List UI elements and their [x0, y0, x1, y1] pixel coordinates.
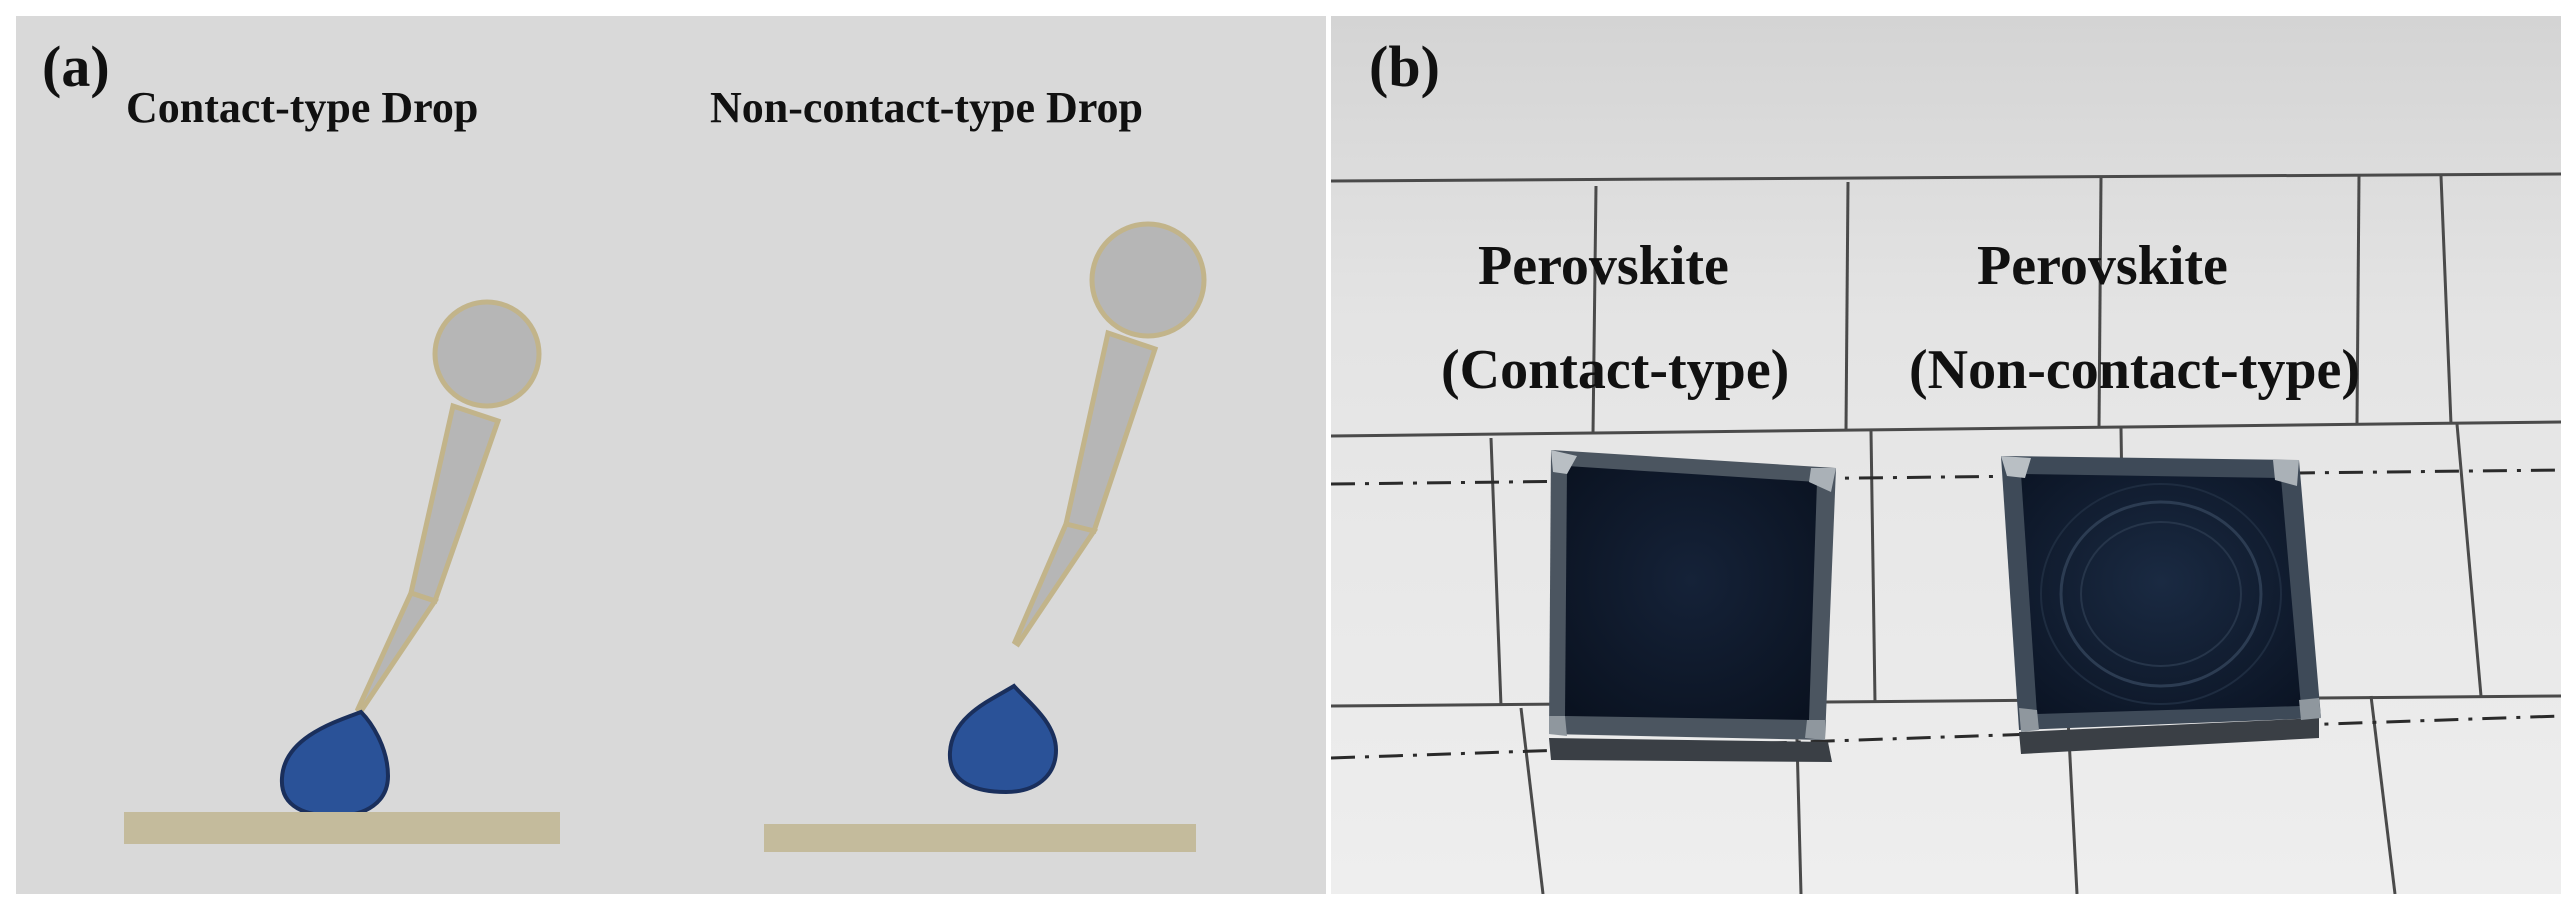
left-sample-subtitle: (Contact-type) [1441, 339, 1789, 401]
panel-b-photo: (b) Perovskite (Contact-type) Perovskite… [1331, 16, 2561, 894]
dashed-guides [1331, 468, 2561, 760]
substrate-icon [764, 824, 1196, 852]
pipette-icon [354, 299, 542, 715]
right-sample-subtitle: (Non-contact-type) [1909, 339, 2360, 401]
right-sample-title: Perovskite [1977, 235, 2228, 297]
photo-canvas: (b) Perovskite (Contact-type) Perovskite… [1331, 16, 2561, 894]
noncontact-drop-title: Non-contact-type Drop [710, 83, 1143, 132]
grid-paper [1331, 16, 2561, 894]
left-sample-title: Perovskite [1478, 235, 1729, 297]
schematic-background [16, 16, 1326, 894]
panel-a-schematic: (a) Contact-type Drop Non-contact-type D… [16, 16, 1326, 894]
panel-b-label: (b) [1369, 34, 1440, 99]
panel-a-label: (a) [42, 34, 110, 99]
perovskite-sample-contact [1549, 450, 1836, 762]
schematic-canvas: (a) Contact-type Drop Non-contact-type D… [16, 16, 1326, 894]
grid-lines [1331, 172, 2561, 894]
droplet-icon [947, 683, 1059, 795]
perovskite-sample-noncontact [2001, 456, 2321, 754]
substrate-icon [124, 812, 560, 844]
pipette-icon [1011, 221, 1207, 648]
contact-drop-title: Contact-type Drop [126, 83, 478, 132]
